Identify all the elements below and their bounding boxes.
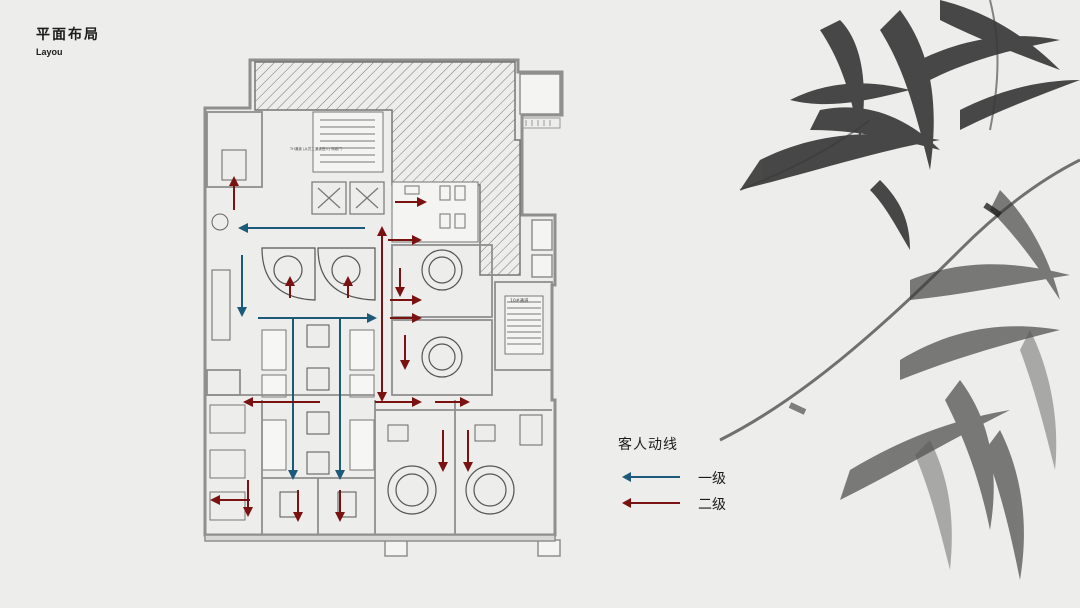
primary-arrow-icon [622, 472, 680, 482]
hatched-core [254, 61, 521, 276]
restrooms [391, 181, 479, 243]
stair-note: TH通道 (从员工通道进入) 疏散门 [289, 146, 342, 151]
private-room-tables [387, 249, 515, 515]
primary-flow-arrows [237, 223, 377, 480]
flow-legend: 客人动线 一级 二级 [618, 434, 758, 513]
legend-title: 客人动线 [618, 437, 678, 453]
page-title-block: 平面布局 Layou [36, 26, 100, 57]
legend-item-primary: 一级 [622, 468, 752, 488]
bottom-left-dining [209, 404, 246, 521]
legend-item-secondary: 二级 [622, 494, 752, 514]
page-subtitle: Layou [36, 47, 63, 57]
building-walls [203, 58, 564, 537]
legend-label-primary: 一级 [698, 471, 726, 487]
legend-label-secondary: 二级 [698, 497, 726, 513]
secondary-flow-arrows [210, 176, 473, 522]
center-round-tables [261, 247, 376, 301]
elevators [311, 181, 385, 215]
stairwell-right [504, 295, 544, 355]
stairwell-top [312, 111, 384, 173]
stair-10-label: 10#通道 [510, 297, 529, 304]
secondary-arrow-icon [622, 498, 680, 508]
bamboo-illustration [719, 0, 1080, 580]
page-title: 平面布局 [36, 27, 100, 43]
booths [261, 329, 375, 471]
